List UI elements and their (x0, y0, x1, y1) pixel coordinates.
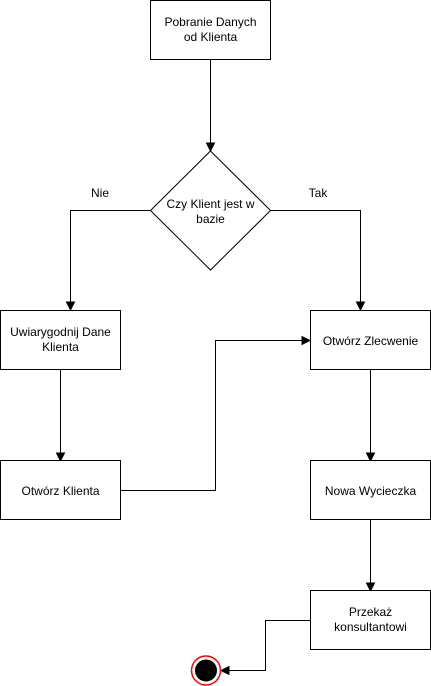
arrowhead-uwiarygodnij (65, 301, 76, 312)
node-pobranie-danych-line1: Pobranie Danych (164, 15, 256, 29)
node-uwiarygodnij-dane-box (0, 310, 121, 370)
node-otworz-klienta[interactable]: Otwórz Klienta (0, 460, 121, 520)
node-przekaz-line2: konsultantowi (334, 620, 407, 634)
node-nowa-wycieczka-box (310, 460, 431, 520)
arrowhead-otworz-klienta (55, 452, 66, 463)
node-decision-klient-w-bazie[interactable]: Czy Klient jest w bazie (149, 150, 272, 271)
decision-diamond (149, 150, 272, 271)
node-przekaz-konsultantowi-box (310, 590, 431, 650)
arrowhead-decision-top (205, 142, 216, 153)
node-otworz-klienta-box (0, 460, 121, 520)
edges (55, 60, 376, 676)
node-pobranie-danych-box (150, 0, 271, 60)
node-przekaz-konsultantowi[interactable]: Przekaż konsultantowi (310, 590, 431, 650)
edge-przekaz-to-end (229, 620, 310, 671)
arrowhead-zlecenie-top (355, 301, 366, 312)
decision-line2: bazie (196, 212, 225, 226)
arrowhead-zlecenie-left (301, 335, 312, 346)
edge-decision-to-zlecenie (270, 210, 361, 302)
end-node-core (195, 659, 217, 682)
edge-label-nie: Nie (91, 186, 109, 200)
node-otworz-zlecenie-label: Otwórz Zlecwenie (323, 334, 419, 348)
arrowhead-nowa-wycieczka (365, 452, 376, 463)
node-otworz-klienta-label: Otwórz Klienta (21, 484, 99, 498)
node-pobranie-danych-line2: od Klienta (184, 30, 238, 44)
end-node[interactable] (190, 655, 222, 686)
node-nowa-wycieczka-label: Nowa Wycieczka (325, 484, 417, 498)
node-nowa-wycieczka[interactable]: Nowa Wycieczka (310, 460, 431, 520)
edge-label-tak: Tak (309, 186, 329, 200)
node-uwiarygodnij-dane-line1: Uwiarygodnij Dane (10, 325, 111, 339)
node-przekaz-line1: Przekaż (349, 605, 392, 619)
edge-decision-to-uwiarygodnij (70, 210, 150, 302)
arrowhead-przekaz (365, 582, 376, 593)
edge-otworz-klienta-to-zlecenie (120, 340, 302, 491)
node-uwiarygodnij-dane[interactable]: Uwiarygodnij Dane Klienta (0, 310, 121, 370)
arrowhead-end (219, 665, 230, 676)
node-pobranie-danych[interactable]: Pobranie Danych od Klienta (150, 0, 271, 60)
decision-line1: Czy Klient jest w (166, 197, 254, 211)
node-otworz-zlecenie[interactable]: Otwórz Zlecwenie (310, 310, 431, 370)
node-uwiarygodnij-dane-line2: Klienta (42, 340, 79, 354)
